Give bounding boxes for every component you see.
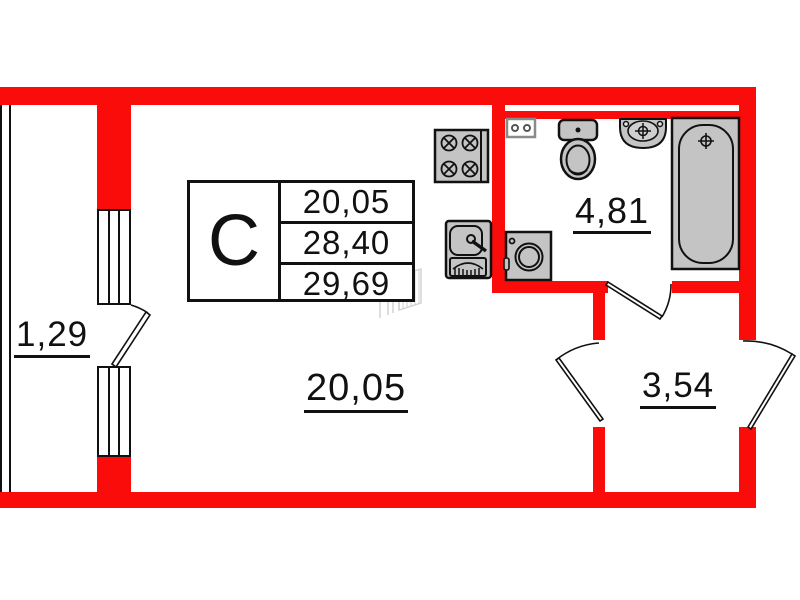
door-leaf — [110, 310, 152, 369]
door-swing-arc — [130, 304, 149, 314]
window-mullion — [108, 211, 110, 303]
balcony-area-label: 1,29 — [14, 316, 91, 358]
bathroom-wall-bottom-right — [672, 281, 740, 293]
bathroom-sink-icon — [619, 118, 667, 150]
toilet-icon — [557, 118, 599, 181]
hall-wall-left-upper — [593, 290, 605, 340]
door-leaf — [746, 352, 797, 431]
living-room-area-label: 20,05 — [304, 368, 409, 413]
wall-right-upper — [739, 87, 756, 340]
area-value-living: 20,05 — [281, 183, 412, 224]
unit-type-label: С — [190, 183, 281, 299]
spec-table: С 20,05 28,40 29,69 — [187, 180, 415, 302]
area-values: 20,05 28,40 29,69 — [281, 183, 412, 302]
balcony-partition-upper — [97, 87, 131, 209]
balcony-window-lower — [97, 366, 131, 457]
balcony-glazing — [0, 105, 11, 492]
bathroom-wall-top-line — [505, 111, 740, 119]
hall-wall-left-lower — [593, 427, 605, 492]
bathroom-door — [604, 280, 672, 321]
door-leaf — [604, 280, 664, 321]
wall-right-lower — [739, 427, 756, 508]
door-swing-arc — [661, 283, 672, 318]
area-value-unit: 28,40 — [281, 224, 412, 265]
balcony-door — [110, 304, 152, 369]
hall-area-label: 3,54 — [640, 367, 717, 409]
door-leaf — [554, 356, 605, 423]
bathroom-area-label: 4,81 — [573, 192, 652, 234]
kitchen-sink-icon — [444, 219, 493, 280]
door-swing-arc — [742, 340, 793, 355]
wall-top — [0, 87, 756, 105]
wall-bottom — [0, 492, 756, 508]
washing-machine-icon — [503, 230, 553, 282]
window-mullion — [118, 211, 120, 303]
bathroom-wall-left — [492, 105, 505, 293]
stove-icon — [433, 128, 490, 184]
electrical-panel-icon — [505, 117, 537, 139]
area-value-total: 29,69 — [302, 265, 391, 302]
balcony-window-upper — [97, 209, 131, 305]
bathroom-wall-bottom-left — [492, 281, 608, 293]
window-mullion — [108, 368, 110, 455]
entry-door — [742, 340, 797, 431]
window-mullion — [118, 368, 120, 455]
balcony-partition-lower — [97, 457, 131, 492]
door-swing-arc — [555, 342, 600, 361]
bathtub-icon — [670, 116, 741, 271]
hall-door — [554, 342, 605, 423]
